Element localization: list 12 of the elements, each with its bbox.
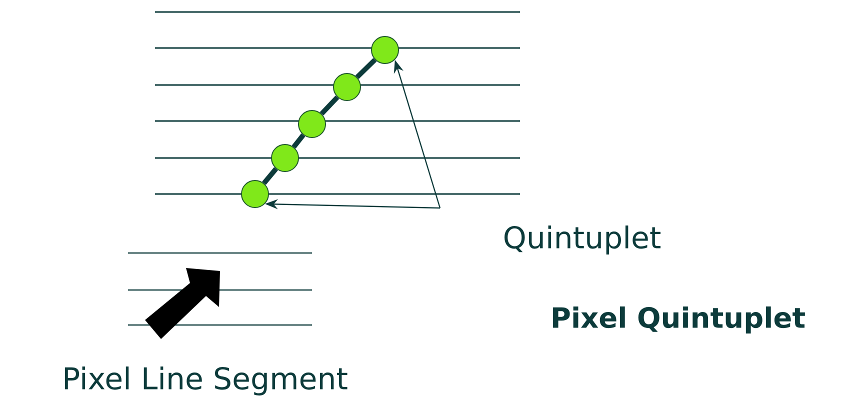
caption-text: Pixel Line Segment: [64, 366, 348, 396]
text-label: Quintuplet: [504, 225, 660, 255]
connector-line: [355, 58, 377, 80]
pixel-dot: [298, 110, 326, 138]
pixel-dot: [371, 36, 399, 64]
pixel-dot: [271, 144, 299, 172]
connector-line: [292, 133, 306, 149]
pixel-dot: [333, 73, 361, 101]
pixel-dot: [241, 180, 269, 208]
connector-line: [262, 167, 278, 185]
caption-text: Pixel Quintuplet: [553, 306, 805, 334]
connector-line: [320, 95, 340, 116]
